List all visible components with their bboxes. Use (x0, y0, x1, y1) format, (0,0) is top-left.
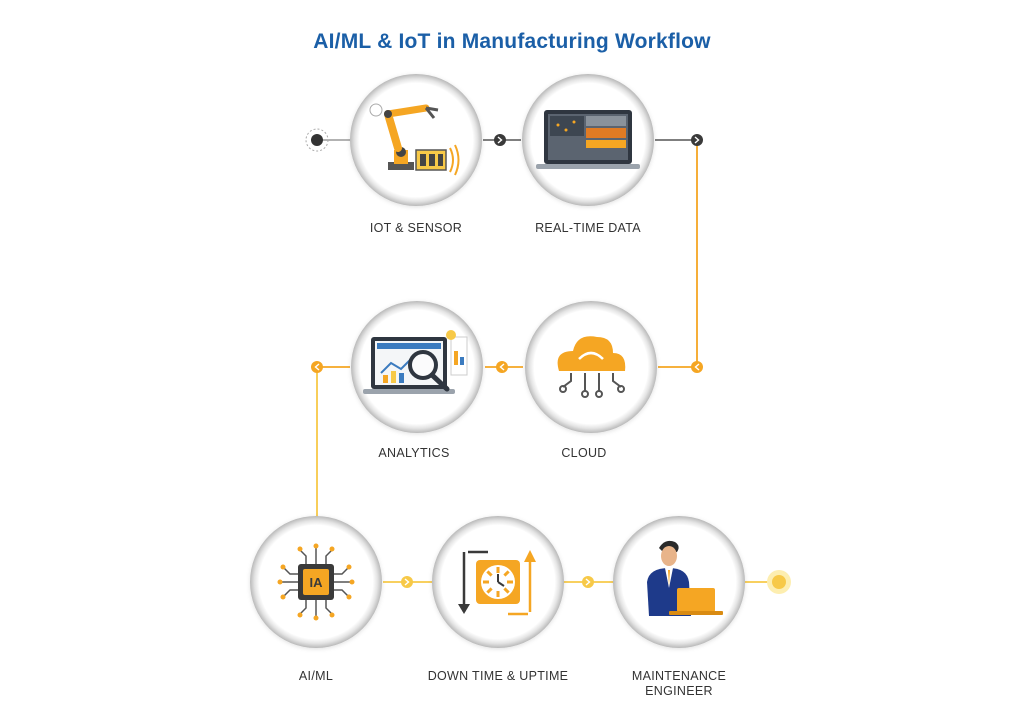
ai-chip-icon: IA (277, 543, 355, 621)
label-real-time-data: REAL-TIME DATA (535, 221, 641, 235)
arrow-badge-left (311, 361, 323, 373)
robot-arm-icon (369, 103, 460, 176)
analytics-magnifier-icon (363, 330, 468, 394)
node-real-time-data (522, 74, 654, 206)
node-ai-ml: IA (250, 516, 382, 648)
diagram-title: AI/ML & IoT in Manufacturing Workflow (313, 30, 711, 53)
arrow-badge-right (691, 134, 703, 146)
node-analytics (351, 301, 483, 433)
label-analytics: ANALYTICS (378, 446, 450, 460)
chip-label: IA (310, 575, 324, 590)
node-iot-sensor (350, 74, 482, 206)
start-marker (305, 128, 329, 152)
label-ai-ml: AI/ML (298, 669, 334, 683)
arrow-badge-right (494, 134, 506, 146)
monitor-dashboard-icon (536, 110, 640, 169)
arrow-badge-left (496, 361, 508, 373)
arrow-badge-right (582, 576, 594, 588)
label-cloud: CLOUD (561, 446, 607, 460)
label-iot-sensor: IOT & SENSOR (369, 221, 463, 235)
end-marker (767, 570, 791, 594)
engineer-laptop-icon (647, 540, 723, 616)
label-maintenance-engineer: MAINTENANCE ENGINEER (631, 669, 727, 698)
clock-cycle-icon (458, 550, 536, 616)
cloud-network-icon (557, 336, 626, 398)
arrow-badge-left (691, 361, 703, 373)
node-downtime-uptime (432, 516, 564, 648)
label-downtime-uptime: DOWN TIME & UPTIME (427, 669, 569, 683)
node-maintenance-engineer (613, 516, 745, 648)
node-cloud (525, 301, 657, 433)
arrow-badge-right (401, 576, 413, 588)
